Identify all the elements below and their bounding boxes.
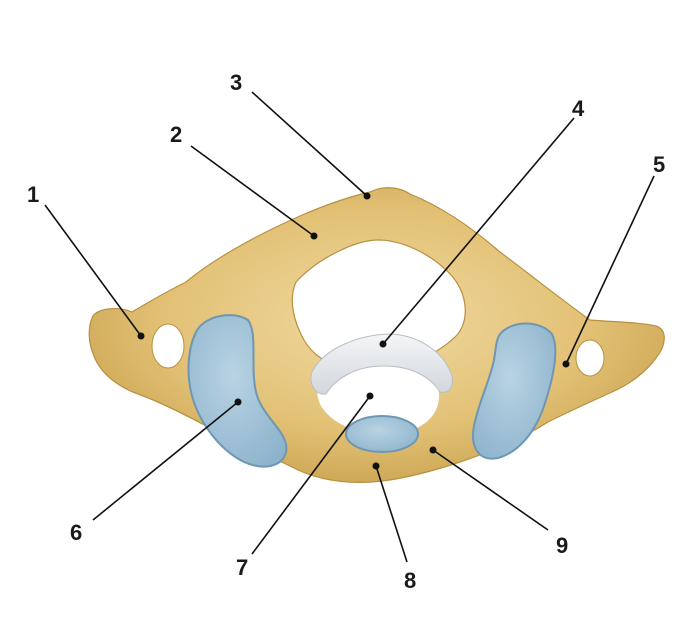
pin-6 [234,398,242,406]
callout-3: 3 [230,70,242,95]
leader-line-7 [251,395,371,555]
leader-line-9 [432,449,549,531]
leader-line-3 [251,91,368,197]
leader-line-6 [92,401,239,521]
superior-articular-facet-left [187,314,288,468]
callout-7: 7 [236,555,248,580]
leader-line-5 [565,175,655,365]
pin-3 [363,192,371,200]
pin-8 [372,462,380,470]
leader-line-2 [190,145,315,237]
leader-line-8 [375,465,408,563]
callout-8: 8 [404,568,416,593]
leader-line-1 [44,204,142,337]
callout-1: 1 [27,182,39,207]
facet-for-dens [345,415,419,453]
pin-2 [310,232,318,240]
callout-9: 9 [556,533,568,558]
pin-1 [137,332,145,340]
vertebral-foramen [317,361,440,435]
superior-articular-facet-right [472,322,557,460]
leader-line-4 [382,117,575,345]
pin-4 [379,340,387,348]
pin-9 [429,446,437,454]
leader-lines [44,91,655,563]
callout-2: 2 [170,122,182,147]
pin-7 [366,392,374,400]
transverse-foramen-right [575,339,605,377]
callout-4: 4 [572,96,585,121]
callout-6: 6 [70,520,82,545]
transverse-foramen-left [151,323,185,369]
callout-5: 5 [653,152,665,177]
pin-5 [562,360,570,368]
callout-numbers: 1 2 3 4 5 6 7 8 9 [27,70,665,593]
